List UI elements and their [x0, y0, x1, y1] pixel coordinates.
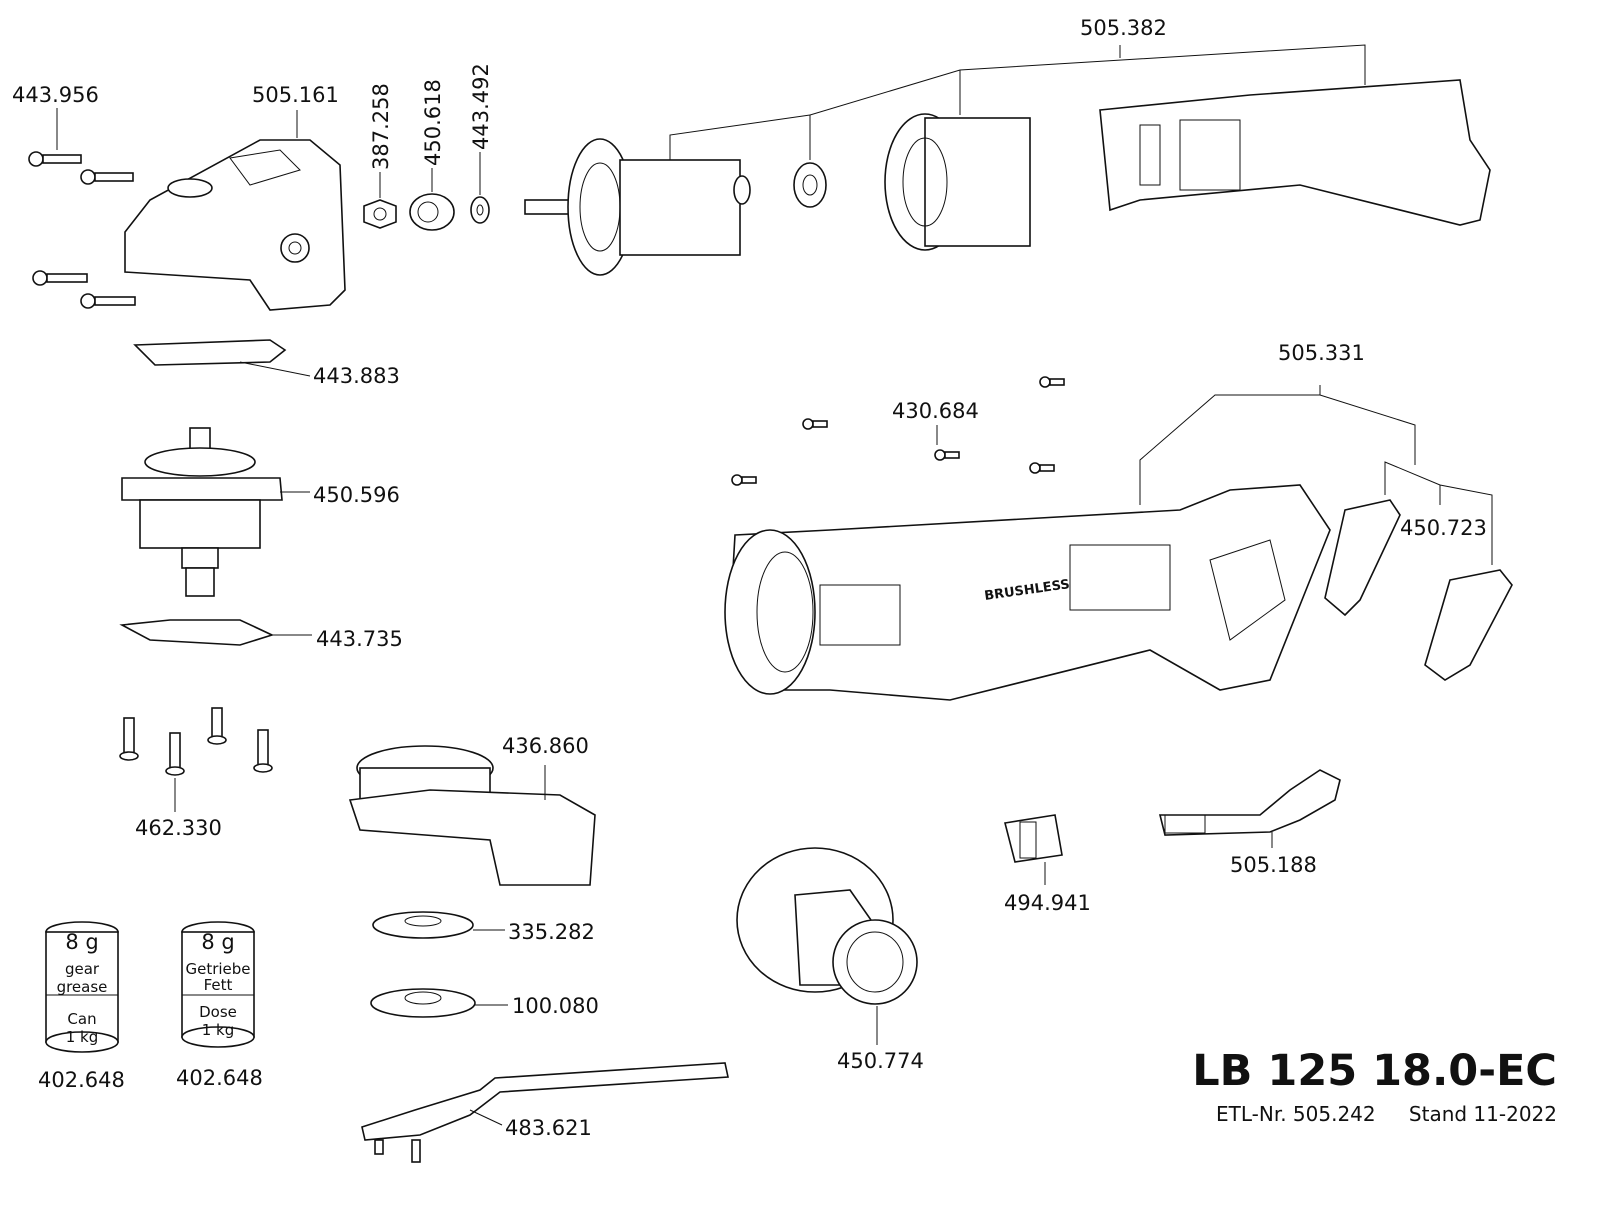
- housing-505331: BRUSHLESS 505.331: [724, 341, 1416, 701]
- grilles-450723: 450.723: [1324, 461, 1513, 681]
- label-505161: 505.161: [252, 83, 339, 107]
- nut-387258: 387.258: [363, 83, 397, 229]
- label-450774: 450.774: [837, 1049, 924, 1073]
- grease-can-english: 8 g gear grease Can 1 kg 402.648: [38, 921, 125, 1092]
- flange-335282: 335.282: [372, 911, 595, 944]
- nut-100080: 100.080: [370, 988, 599, 1018]
- can-line1-de: Getriebe: [185, 960, 250, 978]
- can-line4-de: 1 kg: [202, 1021, 235, 1039]
- gear-assembly-450596: 450.596: [121, 427, 400, 597]
- label-387258: 387.258: [369, 83, 393, 170]
- screws-430684: 430.684: [731, 376, 1065, 486]
- label-443956: 443.956: [12, 83, 99, 107]
- gear-head-505161: 505.161: [124, 83, 346, 311]
- can-line3-de: Dose: [199, 1003, 237, 1021]
- can-line1-en: gear: [65, 960, 100, 978]
- label-430684: 430.684: [892, 399, 979, 423]
- gasket-443735: 443.735: [119, 619, 403, 651]
- label-505382: 505.382: [1080, 16, 1167, 40]
- can-line4-en: 1 kg: [66, 1028, 99, 1046]
- spanner-483621: 483.621: [361, 1062, 729, 1163]
- label-402648-left: 402.648: [38, 1068, 125, 1092]
- switch-494941: 494.941: [1004, 814, 1091, 915]
- washer-443492: 443.492: [469, 63, 493, 224]
- label-505188: 505.188: [1230, 853, 1317, 877]
- can-weight-en: 8 g: [65, 930, 98, 954]
- can-weight-de: 8 g: [201, 930, 234, 954]
- gasket-443883: 443.883: [133, 339, 400, 388]
- motor-assembly-505382: 505.382: [524, 16, 1491, 276]
- label-402648-right: 402.648: [176, 1066, 263, 1090]
- screws-462330: 462.330: [119, 707, 273, 840]
- label-436860: 436.860: [502, 734, 589, 758]
- handle-450774: 450.774: [736, 847, 924, 1073]
- label-443883: 443.883: [313, 364, 400, 388]
- label-505331: 505.331: [1278, 341, 1365, 365]
- grease-can-german: 8 g Getriebe Fett Dose 1 kg 402.648: [176, 921, 263, 1090]
- model-title: LB 125 18.0-EC: [1192, 1046, 1557, 1096]
- can-line2-de: Fett: [204, 976, 233, 994]
- label-335282: 335.282: [508, 920, 595, 944]
- screw-443956-group: 443.956: [12, 83, 136, 309]
- label-462330: 462.330: [135, 816, 222, 840]
- label-443492: 443.492: [469, 63, 493, 150]
- label-443735: 443.735: [316, 627, 403, 651]
- stand-date: Stand 11-2022: [1409, 1102, 1557, 1126]
- guard-436860: 436.860: [348, 734, 596, 886]
- title-block: LB 125 18.0-EC ETL-Nr. 505.242 Stand 11-…: [1192, 1046, 1557, 1126]
- label-450723: 450.723: [1400, 516, 1487, 540]
- label-450618: 450.618: [421, 79, 445, 166]
- label-100080: 100.080: [512, 994, 599, 1018]
- can-line3-en: Can: [67, 1010, 96, 1028]
- label-483621: 483.621: [505, 1116, 592, 1140]
- label-494941: 494.941: [1004, 891, 1091, 915]
- etl-number: ETL-Nr. 505.242: [1216, 1102, 1376, 1126]
- bearing-450618: 450.618: [409, 79, 455, 231]
- slide-505188: 505.188: [1158, 769, 1341, 877]
- can-line2-en: grease: [57, 978, 108, 996]
- label-450596: 450.596: [313, 483, 400, 507]
